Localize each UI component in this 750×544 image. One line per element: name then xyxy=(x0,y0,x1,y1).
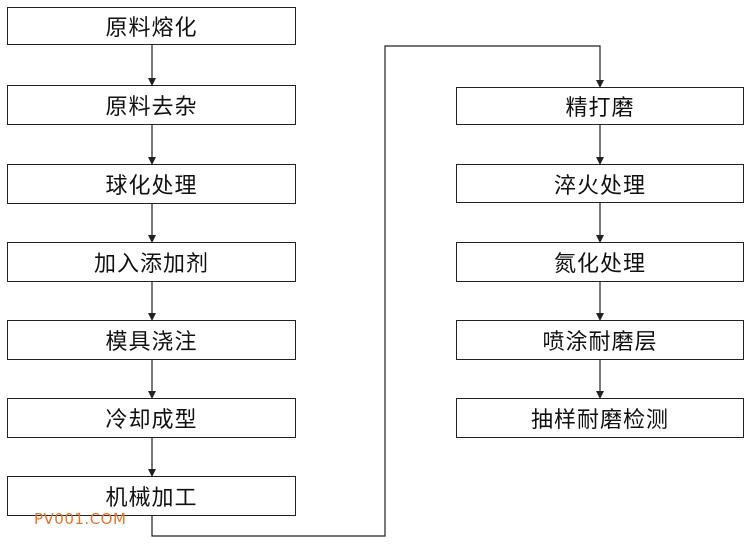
step-spheroidizing: 球化处理 xyxy=(7,164,296,204)
step-machining: 机械加工 xyxy=(7,476,296,516)
step-nitriding: 氮化处理 xyxy=(456,242,744,282)
step-mold-pouring: 模具浇注 xyxy=(7,320,296,360)
step-add-additives: 加入添加剂 xyxy=(7,242,296,282)
step-cooling-forming: 冷却成型 xyxy=(7,398,296,438)
step-sampling-wear-test: 抽样耐磨检测 xyxy=(456,398,744,438)
step-quenching: 淬火处理 xyxy=(456,164,744,203)
step-fine-grinding: 精打磨 xyxy=(456,87,744,125)
watermark: PV001.COM xyxy=(34,510,127,528)
step-melting: 原料熔化 xyxy=(7,7,296,45)
step-wear-coating: 喷涂耐磨层 xyxy=(456,320,744,360)
arrow-cross-column xyxy=(151,45,604,537)
step-impurity-removal: 原料去杂 xyxy=(7,85,296,125)
